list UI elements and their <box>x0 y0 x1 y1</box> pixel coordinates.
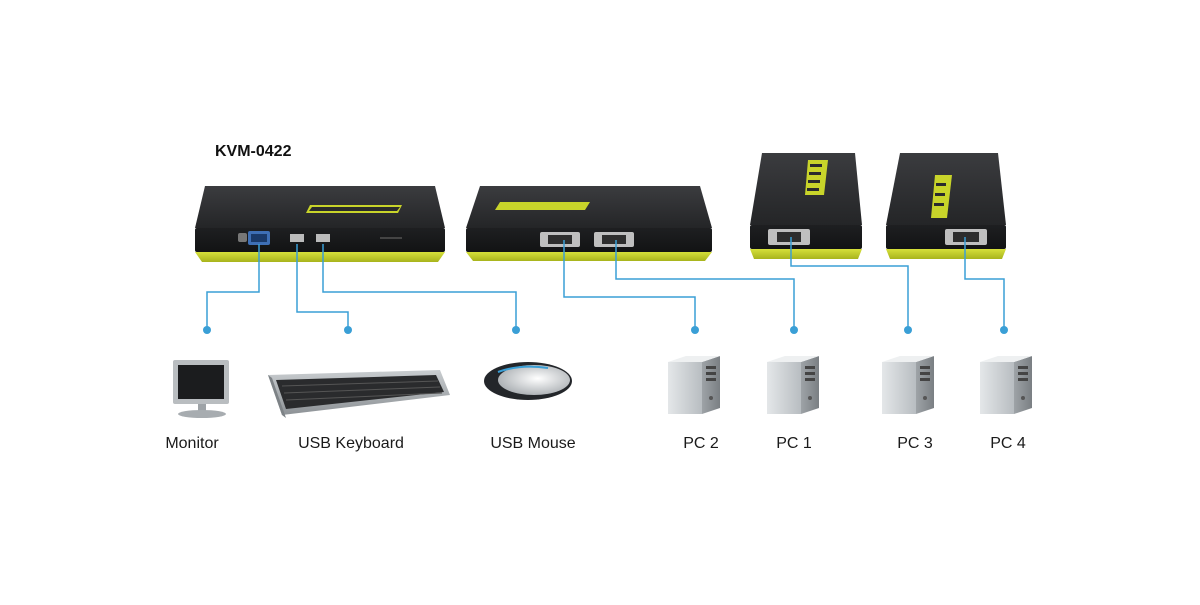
line-pc1 <box>615 240 795 330</box>
monitor-icon <box>173 360 229 418</box>
line-monitor <box>206 244 260 330</box>
label-pc4: PC 4 <box>990 435 1026 452</box>
diagram-title: KVM-0422 <box>215 143 292 160</box>
pc3-tower-icon <box>882 356 934 414</box>
pc2-tower-icon <box>668 356 720 414</box>
kvm-unit-rear-side <box>466 186 712 261</box>
label-usb-mouse: USB Mouse <box>490 435 576 452</box>
label-usb-keyboard: USB Keyboard <box>298 435 404 452</box>
pc1-tower-icon <box>767 356 819 414</box>
line-pc3 <box>790 237 909 330</box>
line-mouse <box>322 244 517 330</box>
pc4-tower-icon <box>980 356 1032 414</box>
label-pc2: PC 2 <box>683 435 719 452</box>
line-pc2 <box>563 240 696 330</box>
kvm-unit-side-pc4 <box>886 153 1006 259</box>
kvm-unit-console-side <box>195 186 445 262</box>
kvm-unit-side-pc3 <box>750 153 862 259</box>
label-pc1: PC 1 <box>776 435 812 452</box>
keyboard-icon <box>268 370 450 418</box>
line-keyboard <box>296 244 349 330</box>
line-pc4 <box>964 237 1005 330</box>
mouse-icon <box>484 362 572 400</box>
label-pc3: PC 3 <box>897 435 933 452</box>
label-monitor: Monitor <box>165 435 219 452</box>
connector-dots <box>203 326 1008 334</box>
connector-lines <box>206 237 1005 330</box>
